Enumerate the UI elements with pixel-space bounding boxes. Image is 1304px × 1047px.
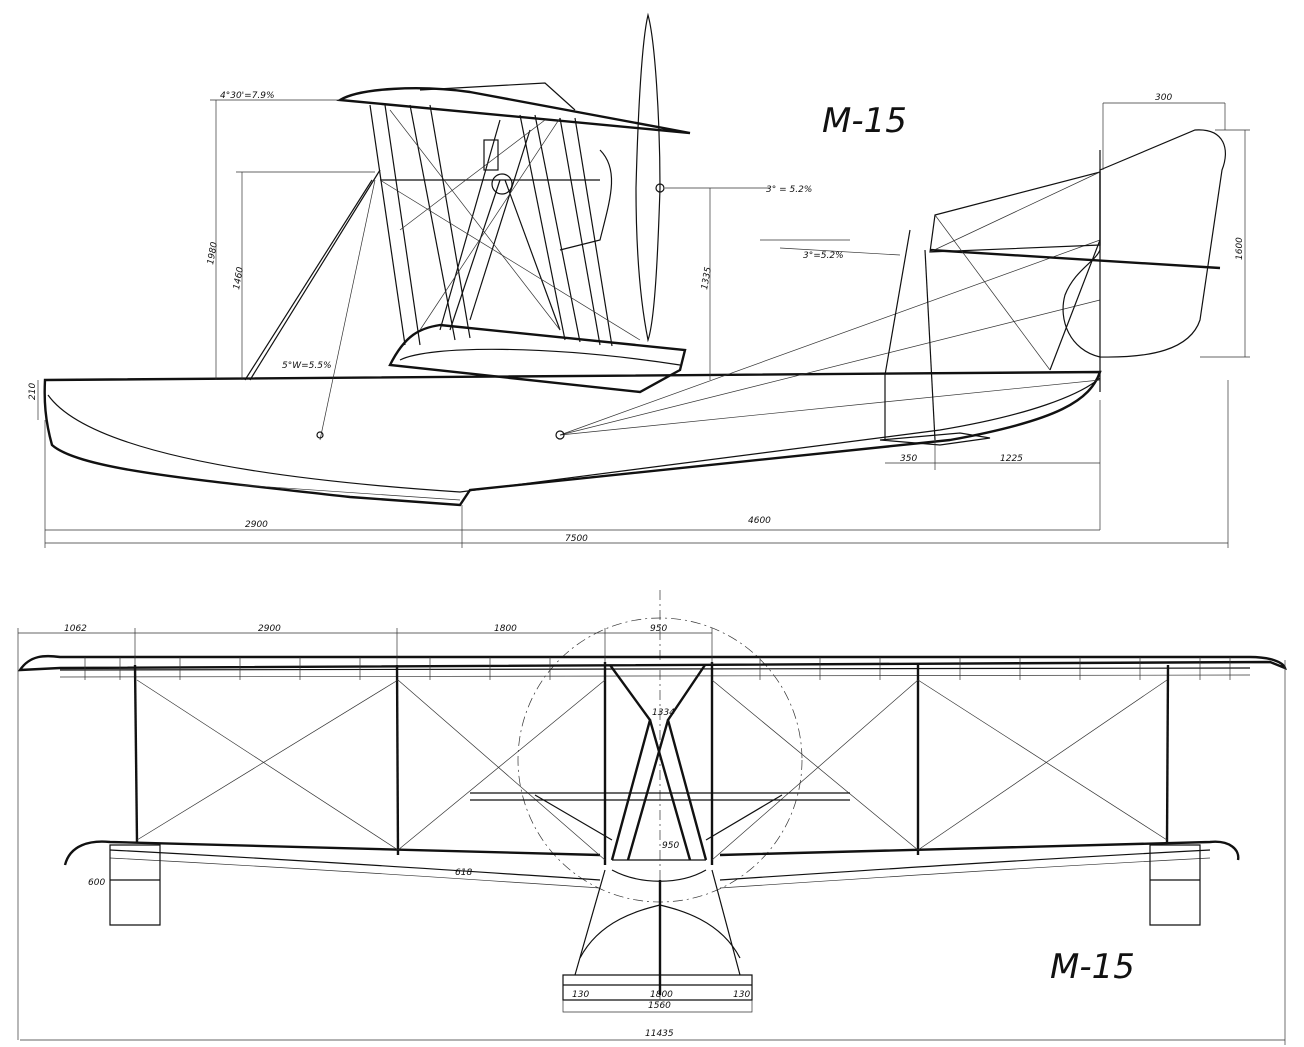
dim-fin-height: 1600 xyxy=(1235,237,1245,260)
dim-tail-strut-dist: 1225 xyxy=(1000,454,1023,464)
dim-gap: 950 xyxy=(662,841,679,851)
interplane-struts xyxy=(244,104,613,381)
wingtip-float-right xyxy=(1149,844,1201,926)
side-view-title: M-15 xyxy=(822,101,907,141)
dim-afterbody: 4600 xyxy=(748,516,771,526)
dim-length: 7500 xyxy=(565,534,588,544)
dim-tail-strut-offset: 350 xyxy=(900,454,917,464)
front-view: 1062 2900 1800 950 1334 950 1800 1560 13… xyxy=(17,590,1287,1045)
dim-outer-bay: 2900 xyxy=(258,624,281,634)
dim-span: 11435 xyxy=(645,1029,674,1039)
fin-rudder xyxy=(1062,129,1226,358)
dim-height-top-wing: 1980 xyxy=(206,241,220,266)
dim-float-left: 130 xyxy=(572,990,589,1000)
dim-cabane: 1334 xyxy=(652,708,675,718)
front-lower-wing xyxy=(63,840,1240,866)
dim-thrust-angle: 3° = 5.2% xyxy=(766,185,812,195)
front-view-title: M-15 xyxy=(1050,947,1135,987)
side-dimensions xyxy=(37,99,1250,548)
dim-center: 950 xyxy=(650,624,667,634)
upper-wing xyxy=(336,87,691,135)
dim-float-track: 1800 xyxy=(650,990,673,1000)
tailplane xyxy=(929,248,1221,270)
dim-fin-chord: 300 xyxy=(1155,93,1172,103)
front-struts xyxy=(133,662,1170,865)
side-view: 4°30'=7.9% 1980 1460 1335 3° = 5.2% 3°=5… xyxy=(28,12,1250,548)
dim-float-width: 1560 xyxy=(648,1001,671,1011)
hull-chine xyxy=(47,377,1101,493)
dim-lower-wing-incidence: 5°W=5.5% xyxy=(282,361,332,371)
dim-float-right: 130 xyxy=(733,990,750,1000)
dim-tip: 1062 xyxy=(64,624,87,634)
engine xyxy=(491,173,513,195)
dim-forebody: 2900 xyxy=(245,520,268,530)
front-dimensions xyxy=(17,628,1286,1045)
cabane xyxy=(609,664,708,861)
dim-hull-depth: 210 xyxy=(28,383,38,400)
dim-lower-mark: 618 xyxy=(455,868,472,878)
dim-wingtip-float: 600 xyxy=(88,878,105,888)
hull xyxy=(43,370,1102,507)
hull-front xyxy=(574,869,741,976)
dim-height-strut: 1460 xyxy=(232,266,246,291)
wingtip-float-left xyxy=(109,844,161,926)
propeller xyxy=(635,12,661,343)
dim-tail-incidence: 3°=5.2% xyxy=(803,251,844,261)
lower-wing xyxy=(388,323,687,394)
dim-inner-bay: 1800 xyxy=(494,624,517,634)
dim-upper-wing-incidence: 4°30'=7.9% xyxy=(220,91,275,101)
dim-height-engine: 1335 xyxy=(700,266,714,291)
